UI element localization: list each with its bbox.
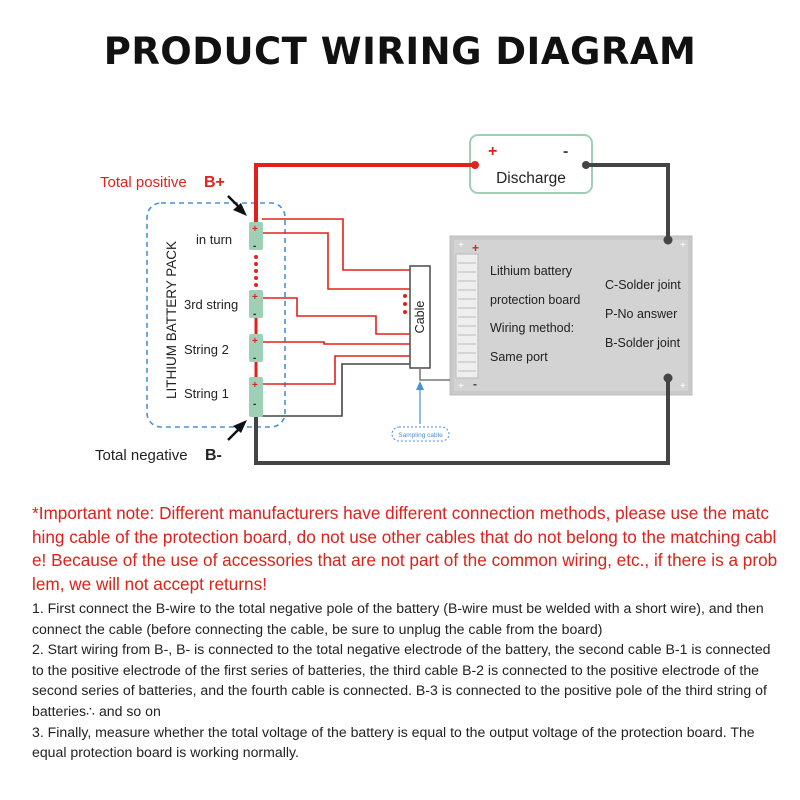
board-line1: Lithium battery <box>490 264 573 278</box>
discharge-plus: + <box>488 143 497 160</box>
svg-text:+: + <box>252 380 258 391</box>
svg-text:+: + <box>680 240 686 251</box>
board-connector-pins <box>458 262 476 372</box>
label-string-1: String 1 <box>184 386 229 401</box>
cell-3 <box>249 290 263 318</box>
wire-total-negative <box>254 378 670 465</box>
cell-polarity-marks: + - + - + - + - <box>252 224 258 410</box>
wire-total-positive <box>254 163 475 228</box>
total-positive-label: Total positive <box>100 174 187 191</box>
board-line3: Wiring method: <box>490 321 574 335</box>
discharge-label: Discharge <box>496 170 566 187</box>
cell-1 <box>249 377 263 417</box>
board-line4: Same port <box>490 350 548 364</box>
important-note: *Important note: Different manufacturers… <box>32 503 778 594</box>
instruction-steps: 1. First connect the B-wire to the total… <box>32 598 782 763</box>
step-1: 1. First connect the B-wire to the total… <box>32 600 764 637</box>
board-b-joint: B-Solder joint <box>605 336 681 350</box>
svg-text:+: + <box>252 292 258 303</box>
board-plus: + <box>472 241 479 255</box>
svg-text:+: + <box>458 240 464 251</box>
label-string-2: String 2 <box>184 342 229 357</box>
board-screws: + + + + <box>458 240 686 392</box>
sampling-wires <box>262 218 410 385</box>
cell-2 <box>249 334 263 362</box>
board-minus: - <box>473 377 477 391</box>
svg-text:-: - <box>253 241 256 252</box>
battery-pack-outline <box>146 202 286 428</box>
discharge-minus: - <box>563 143 568 160</box>
c-solder-terminal <box>663 235 673 245</box>
label-in-turn: in turn <box>196 232 232 247</box>
battery-pack-label: LITHIUM BATTERY PACK <box>164 241 179 399</box>
sampling-cable-tag <box>391 426 450 442</box>
svg-text:+: + <box>680 381 686 392</box>
label-3rd-string: 3rd string <box>184 297 238 312</box>
b-plus-label: B+ <box>204 174 225 191</box>
board-c-joint: C-Solder joint <box>605 278 681 292</box>
total-negative-label: Total negative <box>95 447 188 464</box>
cell-series-dots <box>254 255 258 287</box>
board-p-joint: P-No answer <box>605 307 677 321</box>
b-solder-terminal <box>663 373 673 383</box>
board-line2: protection board <box>490 293 580 307</box>
step-2: 2. Start wiring from B-, B- is connected… <box>32 641 771 719</box>
svg-text:+: + <box>252 336 258 347</box>
sampling-cable-label: Sampling cable <box>398 432 443 439</box>
wire-bminus-sampling <box>262 363 410 417</box>
board-connector <box>455 253 479 379</box>
svg-text:-: - <box>253 309 256 320</box>
cable-to-board <box>419 368 450 381</box>
svg-text:+: + <box>458 381 464 392</box>
battery-cells <box>249 222 263 417</box>
step-3: 3. Finally, measure whether the total vo… <box>32 723 755 761</box>
b-minus-label: B- <box>205 447 222 464</box>
cable-label: Cable <box>413 301 427 334</box>
svg-text:-: - <box>253 353 256 364</box>
page-title: PRODUCT WIRING DIAGRAM <box>103 30 697 73</box>
svg-text:+: + <box>252 224 258 235</box>
svg-text:-: - <box>253 399 256 410</box>
cell-top <box>249 222 263 250</box>
wire-continuation-dots <box>403 294 407 314</box>
wire-discharge-negative <box>586 163 670 240</box>
